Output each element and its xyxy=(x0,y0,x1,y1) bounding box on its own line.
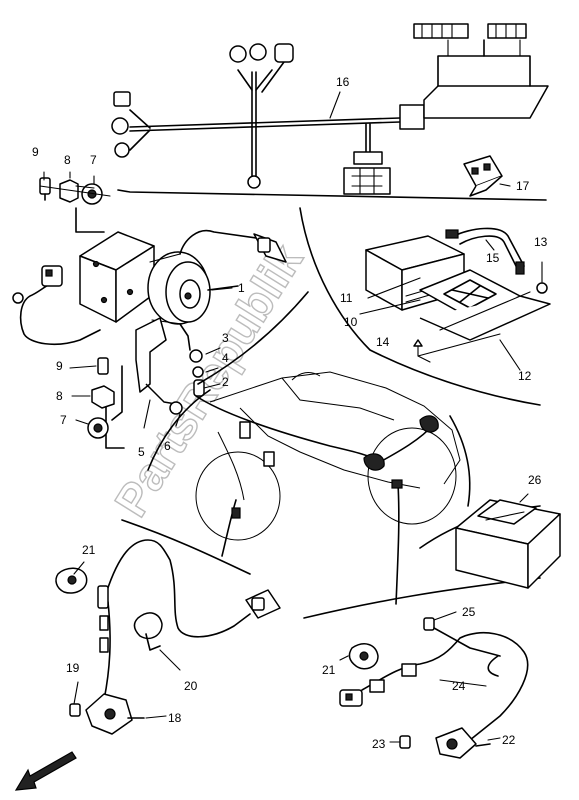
callout-19: 19 xyxy=(66,661,80,675)
front-direction-arrow-icon xyxy=(14,751,77,791)
callout-14: 14 xyxy=(376,335,390,349)
callout-11: 11 xyxy=(340,291,353,305)
bracket-and-grommets xyxy=(87,317,205,449)
callout-7a: 7 xyxy=(90,153,97,167)
abs-ecu-group xyxy=(365,227,551,363)
abs-hydraulic-unit xyxy=(12,229,287,351)
callout-18: 18 xyxy=(168,711,182,725)
callout-25: 25 xyxy=(462,605,476,619)
front-wheel-sensor xyxy=(55,539,281,735)
callout-24: 24 xyxy=(452,679,466,693)
front-area-divider xyxy=(121,519,251,575)
callout-10: 10 xyxy=(344,315,358,329)
callout-1: 1 xyxy=(238,281,245,295)
callout-4: 4 xyxy=(222,351,229,365)
callout-9b: 9 xyxy=(56,359,63,373)
callout-6: 6 xyxy=(164,439,171,453)
callout-15: 15 xyxy=(486,251,500,265)
callout-20: 20 xyxy=(184,679,198,693)
rear-area-divider xyxy=(303,577,541,619)
callout-2: 2 xyxy=(222,375,229,389)
leader-lines xyxy=(69,91,543,743)
ecu-area-divider xyxy=(299,207,541,406)
callout-22: 22 xyxy=(502,733,516,747)
callout-12: 12 xyxy=(518,369,532,383)
rear-wheel-sensor xyxy=(339,617,529,759)
relay-connector xyxy=(463,155,503,197)
callout-8a: 8 xyxy=(64,153,71,167)
callout-21a: 21 xyxy=(82,543,96,557)
callout-8b: 8 xyxy=(56,389,63,403)
callout-21b: 21 xyxy=(322,663,336,677)
callout-5: 5 xyxy=(138,445,145,459)
mounting-hardware-top xyxy=(39,171,111,205)
harness-bracket-line xyxy=(117,189,547,201)
callout-16: 16 xyxy=(336,75,350,89)
callout-7b: 7 xyxy=(60,413,67,427)
callout-23: 23 xyxy=(372,737,386,751)
wire-harness xyxy=(111,23,549,195)
abs-relay-box xyxy=(455,499,561,589)
callout-13: 13 xyxy=(534,235,548,249)
motorcycle-outline xyxy=(147,291,471,605)
callout-17: 17 xyxy=(516,179,530,193)
callout-9a: 9 xyxy=(32,145,39,159)
callout-3: 3 xyxy=(222,331,229,345)
callout-26: 26 xyxy=(528,473,542,487)
bracket-guide-top xyxy=(75,207,105,233)
